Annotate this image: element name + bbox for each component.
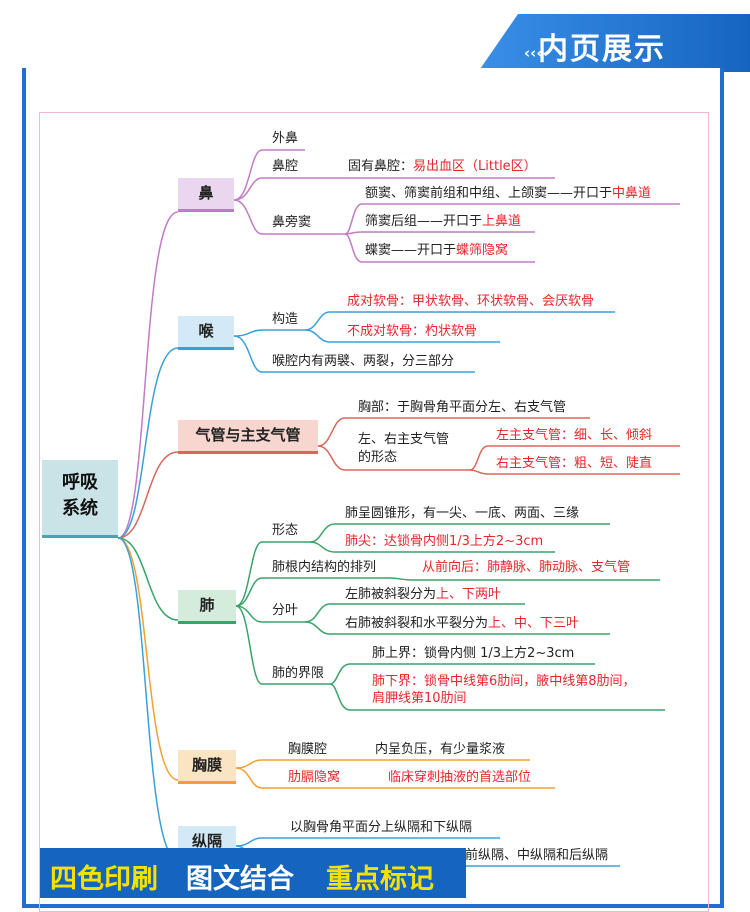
connector-root-nose	[117, 211, 179, 539]
banner-part1: 四色印刷	[50, 864, 158, 895]
lung-right: 右肺被斜裂和水平裂分为上、中、下三叶	[345, 616, 579, 632]
connector-root-mediastinum	[117, 537, 179, 861]
label-waibi: 外鼻	[272, 131, 299, 146]
sinus-2: 筛窦后组——开口于上鼻道	[365, 214, 521, 230]
larynx-unpaired: 不成对软骨：杓状软骨	[347, 324, 478, 339]
node-lung: 肺	[178, 590, 236, 624]
lung-right-b: 上、中、下三叶	[488, 616, 580, 631]
sinus-3: 蝶窦——开口于蝶筛隐窝	[365, 243, 508, 259]
sinus-3-a: 蝶窦——开口于	[365, 243, 457, 258]
label-biqiang: 鼻腔	[272, 159, 299, 174]
lung-left: 左肺被斜裂分为上、下两叶	[345, 587, 501, 603]
connector-root-larynx	[117, 347, 179, 539]
header-tab	[478, 14, 750, 72]
trachea-thoracic: 胸部：于胸骨角平面分左、右支气管	[358, 400, 567, 415]
sinus-1-a: 额窦、筛窦前组和中组、上颌窦——开口于	[365, 186, 613, 201]
lung-cone: 肺呈圆锥形，有一尖、一底、两面、三缘	[345, 506, 580, 521]
larynx-cavity: 喉腔内有两襞、两裂，分三部分	[272, 354, 455, 369]
trachea-right: 右主支气管：粗、短、陡直	[496, 456, 653, 471]
label-boundary: 肺的界限	[272, 666, 325, 681]
chevrons-icon: ‹‹‹	[524, 44, 543, 62]
node-larynx: 喉	[178, 316, 234, 350]
banner-part3: 重点标记	[326, 864, 434, 895]
connector-root-trachea	[117, 451, 179, 539]
root-line1: 呼吸	[62, 472, 98, 493]
lung-lower-2: 肩胛线第10肋间	[372, 691, 467, 706]
mediastinum-division: 以胸骨角平面分上纵隔和下纵隔	[290, 820, 473, 835]
connector-root-pleura	[117, 537, 179, 781]
mediastinum-lower-tail: 前纵隔、中纵隔和后纵隔	[465, 848, 609, 863]
label-bipangdou: 鼻旁窦	[272, 215, 312, 230]
label-gouzao: 构造	[272, 312, 299, 327]
trachea-left: 左主支气管：细、长、倾斜	[496, 428, 653, 443]
larynx-paired: 成对软骨：甲状软骨、环状软骨、会厌软骨	[347, 294, 595, 309]
trachea-shape-2: 的形态	[358, 450, 398, 465]
connector-root-lung	[117, 537, 179, 621]
biqiang-desc: 固有鼻腔：易出血区（Little区）	[348, 159, 537, 175]
pleura-cavity-desc: 内呈负压，有少量浆液	[375, 742, 506, 757]
lung-left-b: 上、下两叶	[436, 587, 502, 602]
lung-right-a: 右肺被斜裂和水平裂分为	[345, 616, 489, 631]
trachea-shape-1: 左、右主支气管	[358, 432, 450, 447]
pleura-recess: 肋膈隐窝	[288, 770, 341, 785]
header-title: 内页展示	[538, 32, 666, 67]
node-pleura: 胸膜	[178, 750, 236, 784]
lung-root-order: 肺根内结构的排列	[272, 560, 377, 575]
banner-part2: 图文结合	[186, 864, 294, 895]
lung-lower-1: 肺下界：锁骨中线第6肋间，腋中线第8肋间，	[372, 674, 636, 689]
lung-upper: 肺上界：锁骨内侧 1/3上方2~3cm	[372, 646, 575, 661]
biqiang-desc-a: 固有鼻腔：	[348, 159, 414, 174]
sinus-2-b: 上鼻道	[482, 214, 522, 229]
sinus-2-a: 筛窦后组——开口于	[365, 214, 483, 229]
sinus-3-b: 蝶筛隐窝	[456, 243, 509, 258]
label-xingtai: 形态	[272, 523, 299, 538]
root-node: 呼吸 系统	[42, 460, 118, 538]
biqiang-desc-b: 易出血区（Little区）	[413, 159, 537, 174]
lung-root-order-desc: 从前向后：肺静脉、肺动脉、支气管	[422, 560, 631, 575]
feature-banner: 四色印刷 图文结合 重点标记	[40, 848, 466, 898]
pleura-recess-desc: 临床穿刺抽液的首选部位	[388, 770, 532, 785]
node-nose: 鼻	[178, 178, 234, 212]
label-fenye: 分叶	[272, 603, 299, 618]
lung-left-a: 左肺被斜裂分为	[345, 587, 437, 602]
root-line2: 系统	[62, 498, 98, 519]
sinus-1-b: 中鼻道	[612, 186, 652, 201]
lung-apex: 肺尖：达锁骨内侧1/3上方2~3cm	[345, 534, 544, 549]
pleura-cavity: 胸膜腔	[288, 742, 328, 757]
sinus-1: 额窦、筛窦前组和中组、上颌窦——开口于中鼻道	[365, 186, 651, 202]
node-trachea: 气管与主支气管	[178, 420, 318, 454]
